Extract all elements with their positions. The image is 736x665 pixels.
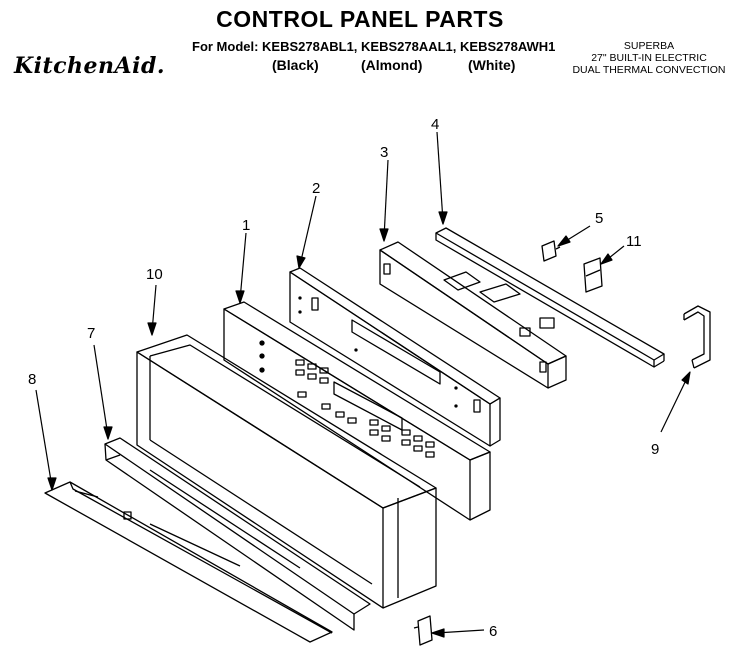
part-4-mounting-rail — [435, 227, 665, 368]
spec-line-type: 27" BUILT-IN ELECTRIC — [591, 52, 707, 64]
callout-1: 1 — [242, 217, 250, 234]
part-6-clip — [413, 615, 433, 646]
brand-logo: KitchenAid. — [14, 53, 165, 79]
diagram-title: CONTROL PANEL PARTS — [216, 6, 504, 32]
model-numbers: For Model: KEBS278ABL1, KEBS278AAL1, KEB… — [192, 39, 556, 54]
finish-almond: (Almond) — [361, 57, 423, 73]
callout-5: 5 — [595, 210, 603, 227]
callout-10: 10 — [146, 266, 163, 283]
finish-white: (White) — [468, 57, 516, 73]
product-spec: SUPERBA 27" BUILT-IN ELECTRIC DUAL THERM… — [564, 40, 734, 76]
spec-line-feature: DUAL THERMAL CONVECTION — [572, 64, 726, 76]
part-2-panel-insert — [289, 267, 501, 447]
callout-2: 2 — [312, 180, 320, 197]
part-8-base-trim — [44, 481, 333, 643]
leader-lines — [35, 131, 691, 638]
callout-8: 8 — [28, 371, 36, 388]
spec-line-series: SUPERBA — [623, 40, 675, 52]
callout-labels: 1 2 3 4 5 6 7 8 9 10 11 — [28, 116, 659, 640]
part-5-clip — [541, 240, 561, 262]
part-11-bracket — [583, 257, 603, 293]
callout-6: 6 — [489, 623, 497, 640]
callout-3: 3 — [380, 144, 388, 161]
callout-7: 7 — [87, 325, 95, 342]
part-10-panel-housing — [136, 334, 437, 609]
finish-black: (Black) — [272, 57, 319, 73]
part-3-control-board — [379, 241, 567, 389]
callout-11: 11 — [626, 233, 642, 250]
part-1-control-panel — [223, 301, 491, 521]
callout-9: 9 — [651, 441, 659, 458]
callout-4: 4 — [431, 116, 439, 133]
part-9-side-bracket — [683, 305, 711, 369]
part-7-lower-trim — [104, 437, 371, 631]
